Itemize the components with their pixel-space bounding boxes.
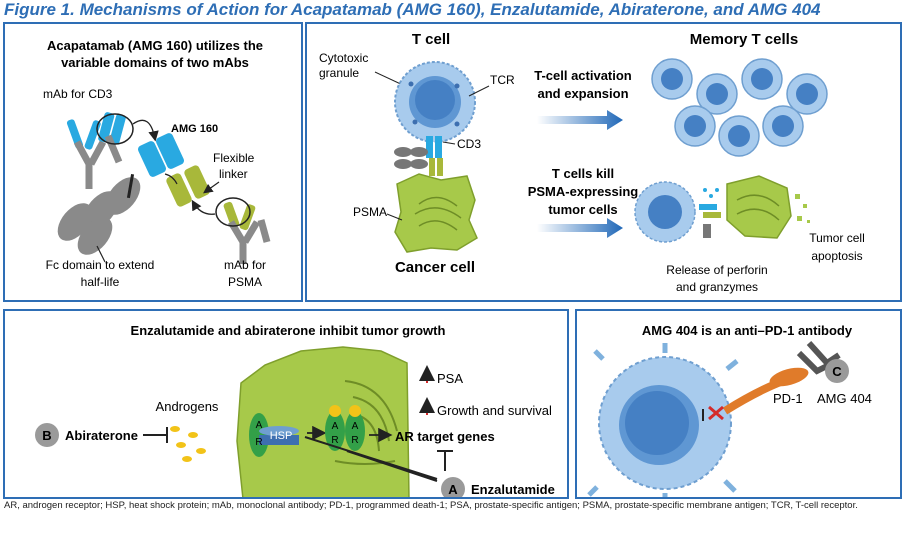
ar-dimer-a2: A <box>352 421 359 432</box>
cd3-antibody-icon <box>66 112 126 189</box>
acapatamab-diagram: Acapatamab (AMG 160) utilizes the variab… <box>43 38 271 289</box>
panel-acapatamab-structure: Acapatamab (AMG 160) utilizes the variab… <box>3 22 303 302</box>
ar-dimer-a1: A <box>332 421 339 432</box>
figure-title: Figure 1. Mechanisms of Action for Acapa… <box>4 0 821 19</box>
ar-hsp-complex-icon <box>249 413 299 457</box>
kill-line1: T cells kill <box>552 166 614 181</box>
mab-psma-line2: PSMA <box>228 275 262 289</box>
tcell-large-icon <box>587 343 739 497</box>
c-marker-icon <box>825 359 849 383</box>
androgens-label: Androgens <box>156 399 219 414</box>
fc-label-line2: half-life <box>81 275 120 289</box>
hsp-label: HSP <box>270 430 293 442</box>
release-line1: Release of perforin <box>666 263 767 277</box>
tumor-cell-icon <box>236 346 410 497</box>
enzalutamide-label: Enzalutamide <box>471 482 555 497</box>
footnote: AR, androgen receptor; HSP, heat shock p… <box>4 500 858 511</box>
tcell-title: T cell <box>412 31 450 48</box>
apoptosis-line2: apoptosis <box>811 249 862 263</box>
psma-variable-circle <box>215 197 251 227</box>
psa-label: PSA <box>437 371 463 386</box>
linker-label: linker <box>219 167 248 181</box>
kill-line2: PSMA-expressing <box>528 184 639 199</box>
tcr-label: TCR <box>490 73 515 87</box>
ar-target-label: AR target genes <box>395 429 495 444</box>
activation-line2: and expansion <box>537 86 628 101</box>
cd3-label: CD3 <box>457 137 481 151</box>
activation-line1: T-cell activation <box>534 68 632 83</box>
amg160-construct-icon <box>137 133 210 207</box>
fc-label-line1: Fc domain to extend <box>46 258 155 272</box>
tcell-diagram: T cell Cytotoxic granule TCR CD3 <box>319 31 865 294</box>
cd3-variable-circle <box>96 113 134 145</box>
amg404-label: AMG 404 <box>817 391 872 406</box>
cancer-cell-title: Cancer cell <box>395 259 475 276</box>
androgen-molecules-icon <box>170 426 206 462</box>
ar-dimer-r1: R <box>331 435 338 446</box>
pd1-label: PD-1 <box>773 391 803 406</box>
tcell-icon <box>394 61 476 143</box>
abiraterone-label: Abiraterone <box>65 428 138 443</box>
panel-amg404: AMG 404 is an anti–PD-1 antibody C PD-1 … <box>575 309 902 499</box>
b-marker-icon <box>35 423 59 447</box>
amg160-label: AMG 160 <box>171 123 218 135</box>
a-label: A <box>448 482 458 497</box>
c-label: C <box>832 364 842 379</box>
memory-title: Memory T cells <box>690 31 798 48</box>
b-label: B <box>42 428 51 443</box>
mab-cd3-label: mAb for CD3 <box>43 87 113 101</box>
ar-label-a: A <box>256 420 263 431</box>
kill-arrow-icon <box>537 218 623 238</box>
panel-tcell-mechanism: T cell Cytotoxic granule TCR CD3 <box>305 22 902 302</box>
amg160-bridge-icon <box>394 136 443 176</box>
amg404-diagram: AMG 404 is an anti–PD-1 antibody C PD-1 … <box>587 323 872 497</box>
enza-diagram: Enzalutamide and abiraterone inhibit tum… <box>35 323 555 497</box>
apoptosis-line1: Tumor cell <box>809 231 865 245</box>
growth-label: Growth and survival <box>437 403 552 418</box>
fc-domain-icon <box>57 174 141 255</box>
cytotoxic-label: Cytotoxic <box>319 51 368 65</box>
cancer-cell-icon <box>394 173 478 253</box>
block-x-icon <box>708 405 724 421</box>
granule-label: granule <box>319 66 359 80</box>
activation-arrow-icon <box>537 110 623 130</box>
panel-title: Enzalutamide and abiraterone inhibit tum… <box>131 323 446 338</box>
psma-label: PSMA <box>353 205 387 219</box>
enza-inhibit-line-2 <box>346 450 438 482</box>
ar-dimer-icon <box>325 405 365 451</box>
panel-title-line1: Acapatamab (AMG 160) utilizes the <box>47 38 263 53</box>
panel-title-line2: variable domains of two mAbs <box>61 55 249 70</box>
panel-enzalutamide-abiraterone: Enzalutamide and abiraterone inhibit tum… <box>3 309 569 499</box>
ar-label-r: R <box>255 437 262 448</box>
mab-psma-line1: mAb for <box>224 258 266 272</box>
killing-scene-icon <box>634 175 810 243</box>
flexible-label: Flexible <box>213 151 255 165</box>
panel-title: AMG 404 is an anti–PD-1 antibody <box>642 323 853 338</box>
memory-tcells-icon <box>651 58 828 157</box>
a-marker-icon <box>441 477 465 497</box>
release-line2: and granzymes <box>676 280 758 294</box>
ar-dimer-r2: R <box>351 435 358 446</box>
kill-line3: tumor cells <box>548 202 617 217</box>
psma-antibody-icon <box>223 201 271 264</box>
